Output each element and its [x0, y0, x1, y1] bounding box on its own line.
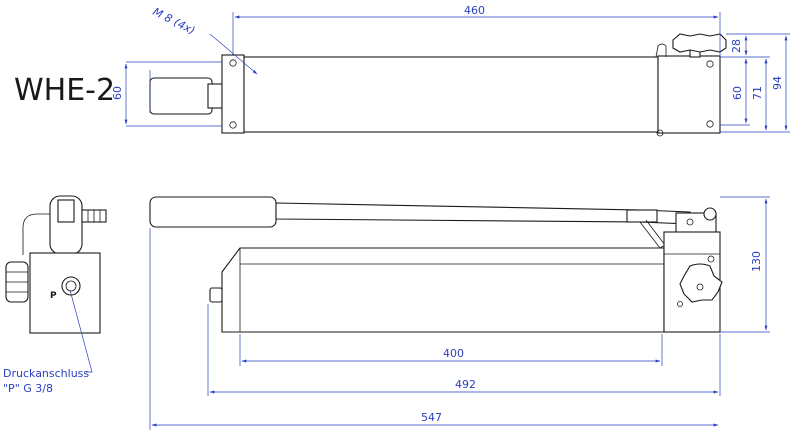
- bolt-hole-top-2: [229, 121, 237, 129]
- connection-note-line2: "P" G 3/8: [3, 382, 53, 395]
- release-knob: [679, 263, 723, 303]
- handle-collar-top: [207, 83, 223, 109]
- dim-492: 492: [455, 378, 476, 391]
- dim-60-left: 60: [111, 86, 124, 100]
- release-lever-top: [655, 43, 667, 58]
- bolt-hole-top-1: [229, 59, 237, 67]
- dim-71: 71: [751, 86, 764, 100]
- body-front-left: [221, 247, 665, 333]
- pressure-port: [61, 276, 81, 296]
- front-view: [149, 196, 723, 333]
- front-view-dimensions: 130 400 492 547: [149, 196, 770, 430]
- drawing-title: WHE-2: [14, 73, 115, 108]
- front-port-stub: [209, 287, 223, 303]
- dim-130: 130: [750, 251, 763, 272]
- dim-94: 94: [771, 76, 784, 90]
- top-view: [149, 33, 727, 137]
- head-pivot: [703, 207, 717, 221]
- dim-60-right: 60: [731, 86, 744, 100]
- handle-stub-top: [149, 77, 213, 115]
- knob-top: [672, 33, 727, 53]
- end-plate-top: [221, 54, 245, 134]
- thread-note: M 8 (4x): [151, 5, 198, 37]
- dim-28: 28: [730, 39, 743, 53]
- connection-note-line1: Druckanschluss: [3, 367, 89, 380]
- pivot-top: [656, 129, 664, 137]
- dim-460: 460: [464, 4, 485, 17]
- dim-547: 547: [421, 411, 442, 424]
- linkage-plate: [626, 209, 658, 223]
- dim-400: 400: [443, 347, 464, 360]
- port-label: P: [50, 291, 57, 301]
- pump-handle: [149, 196, 277, 228]
- connection-callout: Druckanschluss "P" G 3/8: [3, 289, 93, 395]
- linkage-arm: [639, 219, 666, 249]
- pump-body-top: [243, 56, 659, 133]
- pump-head-top: [657, 55, 721, 134]
- lever-cap: [57, 199, 75, 223]
- end-view: P: [5, 195, 107, 334]
- bail-loop: [22, 213, 50, 255]
- bolt-hole-top-3: [706, 60, 714, 68]
- bolt-hole-top-4: [706, 120, 714, 128]
